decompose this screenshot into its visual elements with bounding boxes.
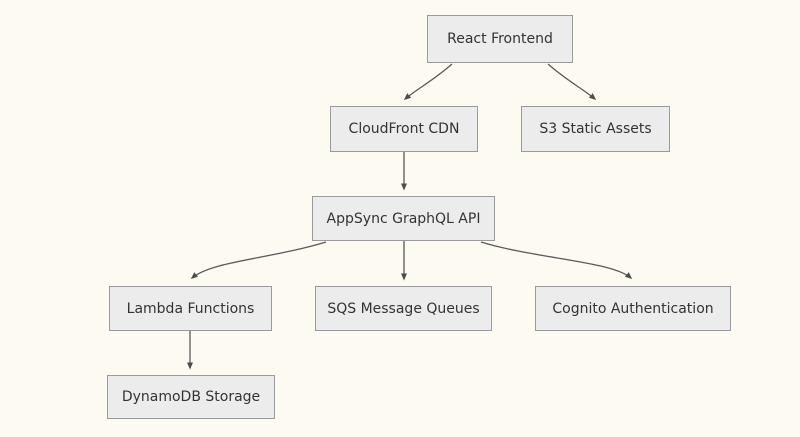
node-sqs-message-queues: SQS Message Queues <box>315 286 492 331</box>
node-appsync-graphql-api-label: AppSync GraphQL API <box>326 210 481 227</box>
node-cloudfront-cdn: CloudFront CDN <box>330 106 478 152</box>
node-react-frontend-label: React Frontend <box>447 31 553 47</box>
edge-appsync-graphql-api-to-lambda-functions <box>190 241 327 279</box>
node-s3-static-assets: S3 Static Assets <box>521 106 670 152</box>
node-lambda-functions: Lambda Functions <box>109 286 272 331</box>
node-cloudfront-cdn-label: CloudFront CDN <box>348 121 460 137</box>
node-lambda-functions-label: Lambda Functions <box>126 300 255 317</box>
node-react-frontend: React Frontend <box>427 15 573 63</box>
node-s3-static-assets-label: S3 Static Assets <box>539 121 652 137</box>
node-cognito-authentication-label: Cognito Authentication <box>552 300 714 317</box>
node-dynamodb-storage: DynamoDB Storage <box>107 375 275 419</box>
edge-react-frontend-to-cloudfront-cdn <box>403 63 453 100</box>
edge-appsync-graphql-api-to-cognito-authentication <box>480 241 633 279</box>
node-cognito-authentication: Cognito Authentication <box>535 286 731 331</box>
node-dynamodb-storage-label: DynamoDB Storage <box>121 389 261 405</box>
edge-react-frontend-to-s3-static-assets <box>547 63 597 100</box>
node-appsync-graphql-api: AppSync GraphQL API <box>312 196 495 241</box>
node-sqs-message-queues-label: SQS Message Queues <box>327 300 480 317</box>
